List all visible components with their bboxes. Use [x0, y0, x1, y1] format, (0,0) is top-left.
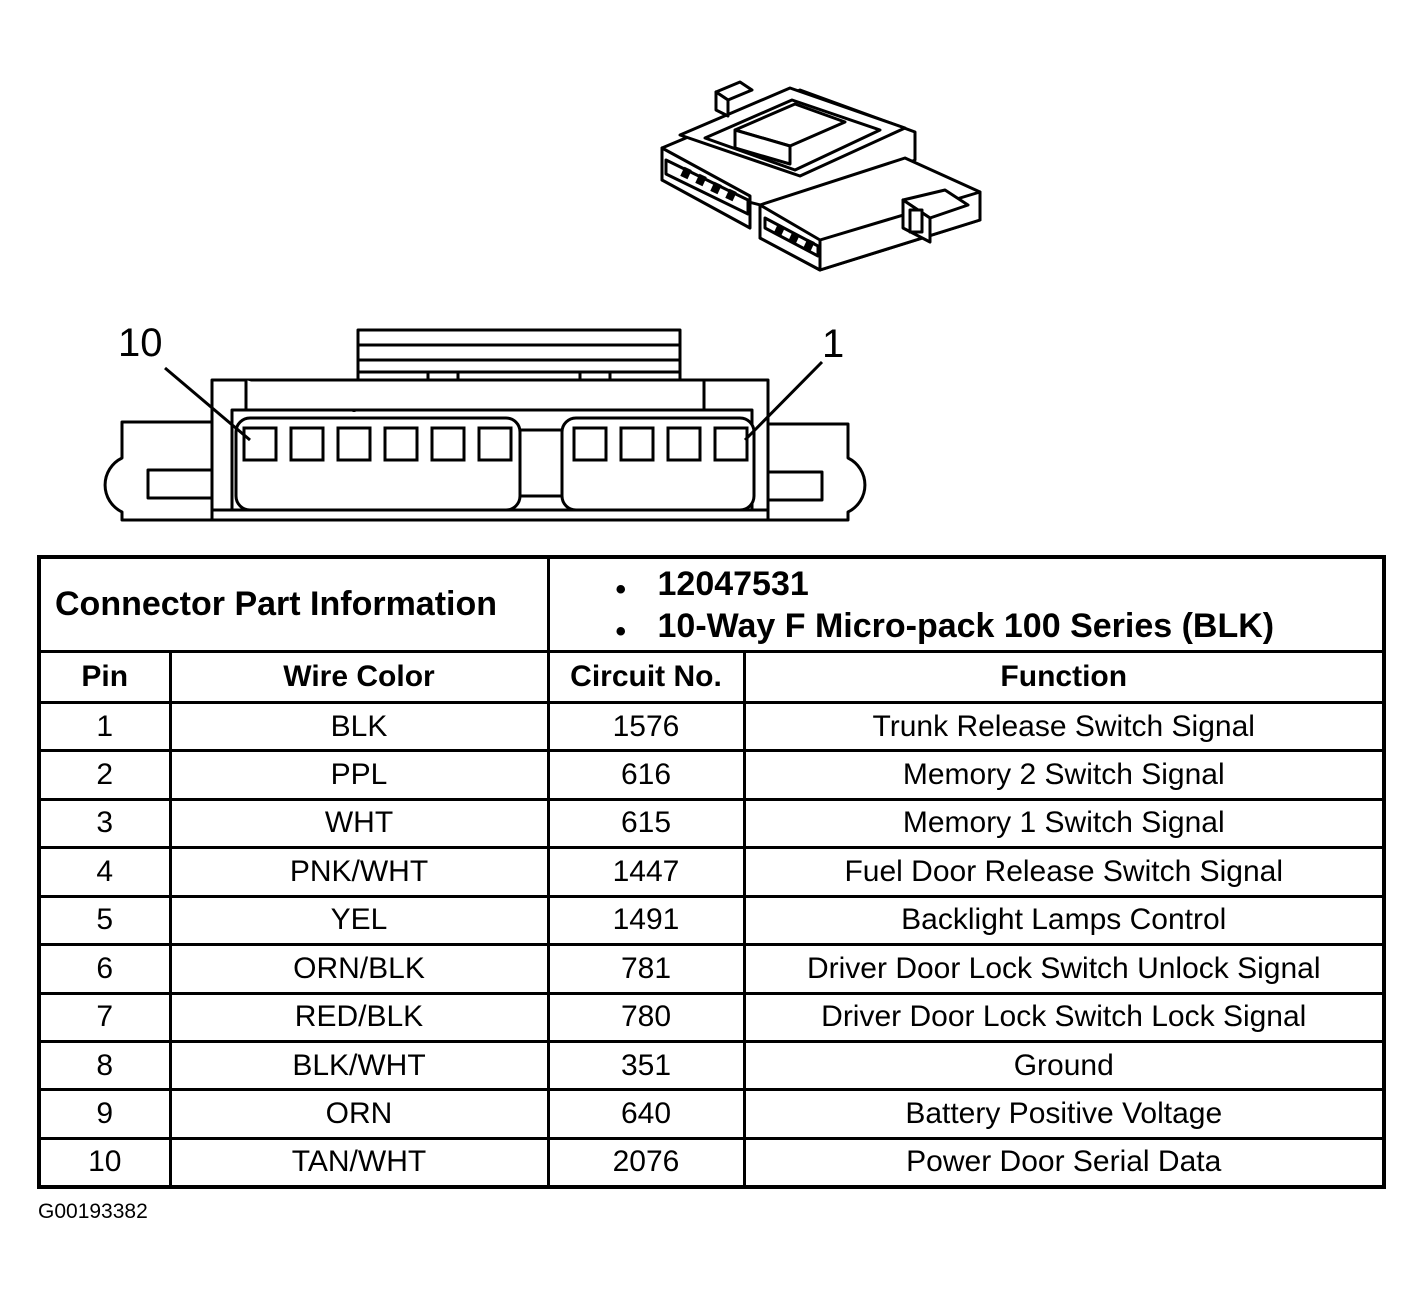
cell-pin: 4	[37, 846, 172, 898]
table-row: 10 TAN/WHT 2076 Power Door Serial Data	[37, 1136, 1386, 1189]
cell-circuit-no: 640	[546, 1088, 746, 1140]
connector-3d-illustration	[103, 80, 982, 522]
cell-circuit-no: 1447	[546, 846, 746, 898]
cell-wire-color: PNK/WHT	[168, 846, 550, 898]
part-number: 12047531	[616, 563, 1383, 611]
connector-info-list: 12047531 10-Way F Micro-pack 100 Series …	[546, 555, 1386, 654]
connector-info-title: Connector Part Information	[37, 555, 550, 654]
cell-wire-color: BLK/WHT	[168, 1040, 550, 1092]
cell-pin: 7	[37, 991, 172, 1044]
cell-function: Memory 2 Switch Signal	[742, 749, 1386, 801]
cell-wire-color: BLK	[168, 700, 550, 753]
cell-circuit-no: 351	[546, 1040, 746, 1092]
callout-leader-10	[164, 366, 251, 442]
connector-face-view	[103, 328, 867, 522]
header-circuit-no: Circuit No.	[546, 650, 746, 704]
cell-function: Battery Positive Voltage	[742, 1088, 1386, 1140]
callout-leader-1	[743, 360, 824, 442]
table-row: 9 ORN 640 Battery Positive Voltage	[37, 1088, 1386, 1140]
cell-wire-color: TAN/WHT	[168, 1136, 550, 1189]
header-pin: Pin	[37, 650, 172, 704]
cell-pin: 8	[37, 1040, 172, 1092]
pin-callout-10: 10	[118, 321, 163, 365]
cell-function: Driver Door Lock Switch Lock Signal	[742, 991, 1386, 1044]
cell-circuit-no: 2076	[546, 1136, 746, 1189]
connector-pinout-table: Connector Part Information 12047531 10-W…	[37, 555, 1386, 1189]
header-row: Pin Wire Color Circuit No. Function	[37, 650, 1386, 704]
cell-circuit-no: 780	[546, 991, 746, 1044]
cell-pin: 2	[37, 749, 172, 801]
table-row: 1 BLK 1576 Trunk Release Switch Signal	[37, 700, 1386, 753]
table-row: 5 YEL 1491 Backlight Lamps Control	[37, 894, 1386, 947]
cell-function: Driver Door Lock Switch Unlock Signal	[742, 943, 1386, 995]
cell-pin: 5	[37, 894, 172, 947]
pin-callout-1: 1	[822, 322, 845, 366]
cell-function: Backlight Lamps Control	[742, 894, 1386, 947]
header-function: Function	[742, 650, 1386, 704]
cell-circuit-no: 615	[546, 797, 746, 850]
document-id: G00193382	[38, 1200, 148, 1223]
cell-circuit-no: 1491	[546, 894, 746, 947]
cell-wire-color: YEL	[168, 894, 550, 947]
table-row: 7 RED/BLK 780 Driver Door Lock Switch Lo…	[37, 991, 1386, 1044]
cell-pin: 3	[37, 797, 172, 850]
cell-circuit-no: 1576	[546, 700, 746, 753]
table-row: 8 BLK/WHT 351 Ground	[37, 1040, 1386, 1092]
cell-function: Trunk Release Switch Signal	[742, 700, 1386, 753]
header-wire-color: Wire Color	[168, 650, 550, 704]
table-row: 2 PPL 616 Memory 2 Switch Signal	[37, 749, 1386, 801]
info-row: Connector Part Information 12047531 10-W…	[37, 555, 1386, 654]
connector-description: 10-Way F Micro-pack 100 Series (BLK)	[616, 605, 1383, 653]
cell-function: Memory 1 Switch Signal	[742, 797, 1386, 850]
cell-function: Fuel Door Release Switch Signal	[742, 846, 1386, 898]
cell-function: Ground	[742, 1040, 1386, 1092]
cell-pin: 9	[37, 1088, 172, 1140]
cell-wire-color: ORN/BLK	[168, 943, 550, 995]
cell-function: Power Door Serial Data	[742, 1136, 1386, 1189]
cell-wire-color: WHT	[168, 797, 550, 850]
cell-wire-color: ORN	[168, 1088, 550, 1140]
table-row: 4 PNK/WHT 1447 Fuel Door Release Switch …	[37, 846, 1386, 898]
cell-pin: 1	[37, 700, 172, 753]
cell-wire-color: RED/BLK	[168, 991, 550, 1044]
cell-circuit-no: 781	[546, 943, 746, 995]
cell-pin: 6	[37, 943, 172, 995]
table-row: 6 ORN/BLK 781 Driver Door Lock Switch Un…	[37, 943, 1386, 995]
cell-circuit-no: 616	[546, 749, 746, 801]
cell-wire-color: PPL	[168, 749, 550, 801]
table-row: 3 WHT 615 Memory 1 Switch Signal	[37, 797, 1386, 850]
cell-pin: 10	[37, 1136, 172, 1189]
